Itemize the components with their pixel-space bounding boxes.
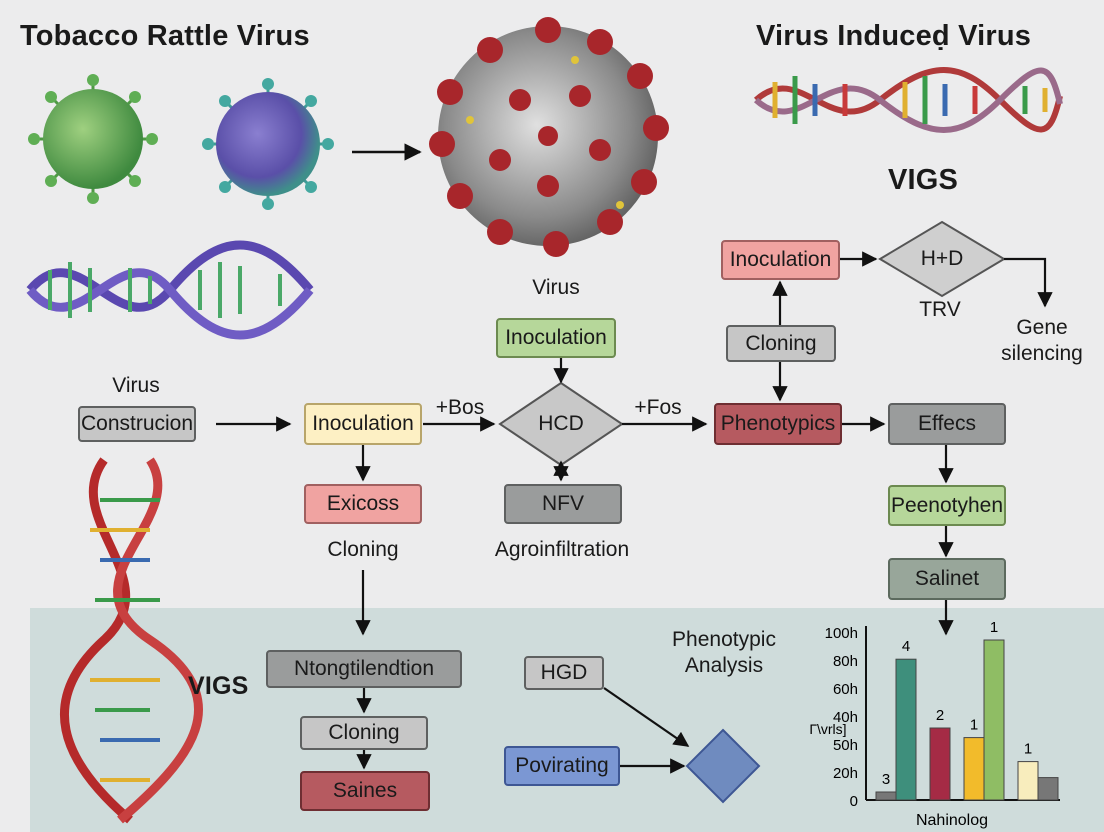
chart-bar-label: 1	[1024, 741, 1032, 758]
excision-box: Exicoss	[304, 484, 422, 524]
large-virus-icon	[429, 17, 669, 257]
inoculation-top-mid-box: Inoculation	[496, 318, 616, 358]
chart-bar-label: 4	[902, 638, 910, 655]
purple-dna-icon	[30, 245, 310, 335]
cloning-bottom-box: Cloning	[300, 716, 428, 750]
chart-bar	[964, 738, 984, 800]
label-gene: Gene	[1016, 316, 1067, 340]
construction-box: Construcion	[78, 406, 196, 442]
phenotypics-box: Phenotypics	[714, 403, 842, 445]
title-vigs-top: VIGS	[888, 164, 958, 197]
inoculation-top-right-box: Inoculation	[721, 240, 840, 280]
vertical-dna-icon	[64, 460, 198, 820]
label-phenotypic: Phenotypic	[672, 628, 776, 652]
chart-bar	[876, 792, 896, 800]
chart-bar-label: 2	[936, 707, 944, 724]
chart-y-tick-label: 50h	[833, 737, 858, 754]
label-plus-bos: +Bos	[436, 396, 484, 420]
chart-y-tick-label: 100h	[825, 625, 858, 642]
salinet-box: Salinet	[888, 558, 1006, 600]
chart-bar	[1018, 762, 1038, 800]
cloning-right-box: Cloning	[726, 325, 836, 362]
label-analysis: Analysis	[685, 654, 763, 678]
ntongtilendtion-box: Ntongtilendtion	[266, 650, 462, 688]
chart-bar	[984, 640, 1004, 800]
label-virus-left: Virus	[112, 374, 159, 398]
chart-y-tick-label: 80h	[833, 653, 858, 670]
blue-diamond	[687, 730, 759, 802]
effects-box: Effecs	[888, 403, 1006, 445]
hd-label: H+D	[921, 247, 964, 271]
hcd-label: HCD	[538, 412, 584, 436]
label-trv: TRV	[919, 298, 961, 322]
saines-box: Saines	[300, 771, 430, 811]
colorful-dna-icon	[756, 70, 1060, 130]
chart-bar-label: 1	[990, 619, 998, 636]
chart-y-tick-label: 0	[850, 793, 858, 810]
chart-bar	[930, 728, 950, 800]
chart-bar-label: 3	[882, 771, 890, 788]
title-vigs-left: VIGS	[188, 672, 249, 701]
chart-y-axis-label: Г\vrls]	[809, 721, 846, 737]
chart-y-tick-label: 20h	[833, 765, 858, 782]
inoculation-main-box: Inoculation	[304, 403, 422, 445]
green-virus-icon	[28, 74, 158, 204]
chart-bar	[1038, 778, 1058, 800]
label-silencing: silencing	[1001, 342, 1083, 366]
chart-y-tick-label: 60h	[833, 681, 858, 698]
title-tobacco-rattle-virus: Tobacco Rattle Virus	[20, 20, 310, 53]
purple-virus-icon	[202, 78, 334, 210]
peenotyhen-box: Peenotyhen	[888, 485, 1006, 526]
label-cloning-mid: Cloning	[327, 538, 398, 562]
bar-chart: 020h50h40h60h80h100h342111Г\vrls]Nahinol…	[809, 619, 1060, 829]
title-virus-induced-virus: Virus Induceḍ Virus	[756, 20, 1031, 53]
povirating-box: Povirating	[504, 746, 620, 786]
nfv-box: NFV	[504, 484, 622, 524]
label-virus-center: Virus	[532, 276, 579, 300]
chart-bar-label: 1	[970, 717, 978, 734]
chart-x-axis-label: Nahinolog	[916, 812, 988, 829]
label-plus-fos: +Fos	[634, 396, 681, 420]
label-agroinfiltration: Agroinfiltration	[495, 538, 629, 562]
chart-bar	[896, 659, 916, 800]
hgd-box: HGD	[524, 656, 604, 690]
